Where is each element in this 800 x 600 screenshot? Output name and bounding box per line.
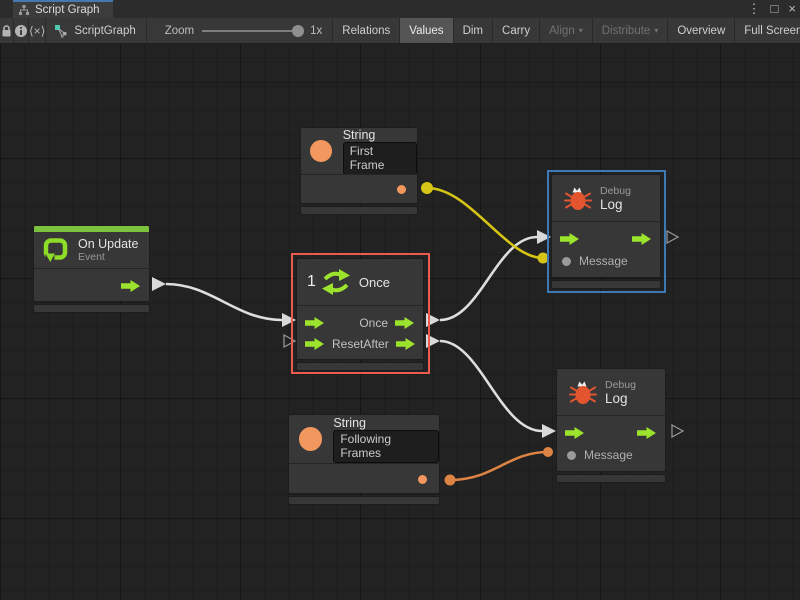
window-menu-icon[interactable]: ⋮ [747,1,761,16]
graph-name-button[interactable]: ScriptGraph [46,18,147,43]
align-label: Align [549,24,575,37]
title-bar: Script Graph ⋮ □ × [0,0,800,18]
toolbar-button-relations[interactable]: Relations [333,18,401,43]
distribute-label: Distribute [601,24,651,37]
info-icon [15,24,27,37]
flow-output-port-after[interactable] [395,337,416,350]
code-view-button[interactable]: ⟨×⟩ [29,18,47,43]
window-maximize-icon[interactable]: □ [770,1,779,16]
flow-connector[interactable] [542,424,556,438]
flow-connector[interactable] [426,313,440,327]
flow-input-port[interactable] [305,316,325,329]
flow-input-port-reset[interactable] [305,337,325,350]
chevron-down-icon: ▾ [654,26,659,35]
port-label-once: Once [359,315,388,330]
chevron-down-icon: ▾ [578,26,583,35]
flow-input-port[interactable] [565,427,585,439]
once-cycle-icon [321,269,350,295]
script-graph-icon [55,24,67,38]
wire-once-to-debuglog-bottom[interactable] [439,339,543,433]
flow-connector[interactable] [426,334,440,348]
graph-toolbar: ⟨×⟩ ScriptGraph Zoom 1x Relations Values… [0,18,800,44]
flow-input-port[interactable] [560,233,580,245]
flow-connector-empty[interactable] [666,229,680,245]
graph-tab-icon [19,5,29,15]
node-footer [300,206,418,215]
node-title: String [342,127,376,142]
node-footer [296,362,424,371]
node-title: Once [358,274,390,290]
node-once[interactable]: 1 Once Once [296,258,424,371]
node-title: On Update [78,237,139,251]
port-label-after: After [363,336,389,351]
zoom-label: Zoom [164,24,195,37]
event-color-bar [33,225,150,232]
on-update-event-icon [43,238,68,263]
flow-output-port[interactable] [637,427,657,439]
message-input-port[interactable] [562,256,571,266]
zoom-slider-handle[interactable] [292,24,305,37]
toolbar-button-values[interactable]: Values [400,18,454,43]
node-footer [33,304,150,313]
port-label-message: Message [579,254,628,268]
value-output-port[interactable] [397,185,406,194]
wire-onupdate-to-once[interactable] [165,282,283,322]
node-title: Log [605,390,628,406]
string-value-field[interactable]: Following Frames [333,429,439,463]
node-title: Log [600,196,623,212]
node-string-following[interactable]: String Following Frames [288,414,440,505]
node-debug-log-top[interactable]: Debug Log [551,174,661,289]
wire-stringfirst-to-message[interactable] [426,186,544,260]
toolbar-button-fullscreen[interactable]: Full Screen [744,24,800,37]
node-string-first[interactable]: String First Frame [300,127,418,215]
flow-connector[interactable] [537,230,551,244]
wire-stringfollowing-to-message[interactable] [449,450,549,482]
flow-output-port[interactable] [121,280,141,292]
toolbar-button-dim[interactable]: Dim [454,18,494,43]
lock-icon [2,24,11,36]
tab-title: Script Graph [35,4,100,16]
value-output-port[interactable] [418,475,427,484]
graph-canvas[interactable]: String First Frame [0,44,800,600]
bug-icon [569,381,597,404]
node-subtitle: Debug [605,378,636,391]
wire-once-to-debuglog-top[interactable] [439,235,538,322]
bug-icon [564,187,592,210]
toolbar-button-distribute[interactable]: Distribute ▾ [593,18,669,43]
toolbar-button-align[interactable]: Align ▾ [540,18,593,43]
zoom-value: 1x [310,24,323,37]
node-on-update[interactable]: On Update Event [33,225,150,313]
node-subtitle: Debug [600,184,631,197]
string-value-field[interactable]: First Frame [342,141,417,175]
lock-button[interactable] [0,18,14,43]
flow-output-port-once[interactable] [395,316,415,329]
node-footer [288,496,440,505]
toolbar-button-carry[interactable]: Carry [493,18,541,43]
window-close-icon[interactable]: × [788,1,796,16]
node-footer [551,280,661,289]
flow-connector-empty[interactable] [671,423,685,439]
string-literal-icon [310,140,332,162]
port-label-reset: Reset [332,336,364,351]
message-input-port[interactable] [567,450,576,460]
node-footer [556,474,666,483]
flow-connector[interactable] [152,277,166,291]
zoom-control: Zoom 1x [147,18,334,43]
flow-connector-empty[interactable] [283,333,297,349]
zoom-slider[interactable] [202,24,305,37]
once-icon-number: 1 [307,273,316,290]
node-title: String [333,415,366,430]
toolbar-button-overview[interactable]: Overview [668,18,736,43]
port-label-message: Message [584,448,633,462]
graph-name-label: ScriptGraph [74,24,136,37]
node-subtitle: Event [78,251,105,263]
node-debug-log-bottom[interactable]: Debug Log [556,368,666,483]
tab-script-graph[interactable]: Script Graph [13,0,113,18]
flow-connector[interactable] [282,313,296,327]
info-button[interactable] [14,18,29,43]
flow-output-port[interactable] [632,233,652,245]
string-literal-icon [299,427,323,451]
